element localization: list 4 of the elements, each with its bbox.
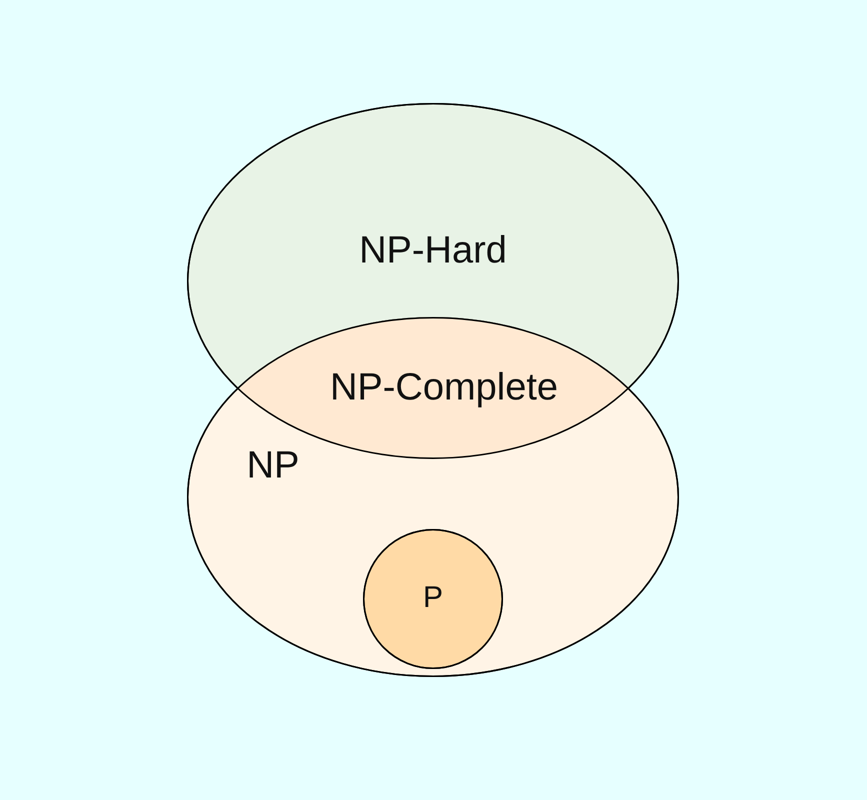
set-label: NP bbox=[246, 444, 300, 488]
set-label: P bbox=[423, 581, 443, 615]
set-label: NP-Hard bbox=[359, 230, 507, 272]
region-label: NP-Complete bbox=[330, 366, 558, 410]
